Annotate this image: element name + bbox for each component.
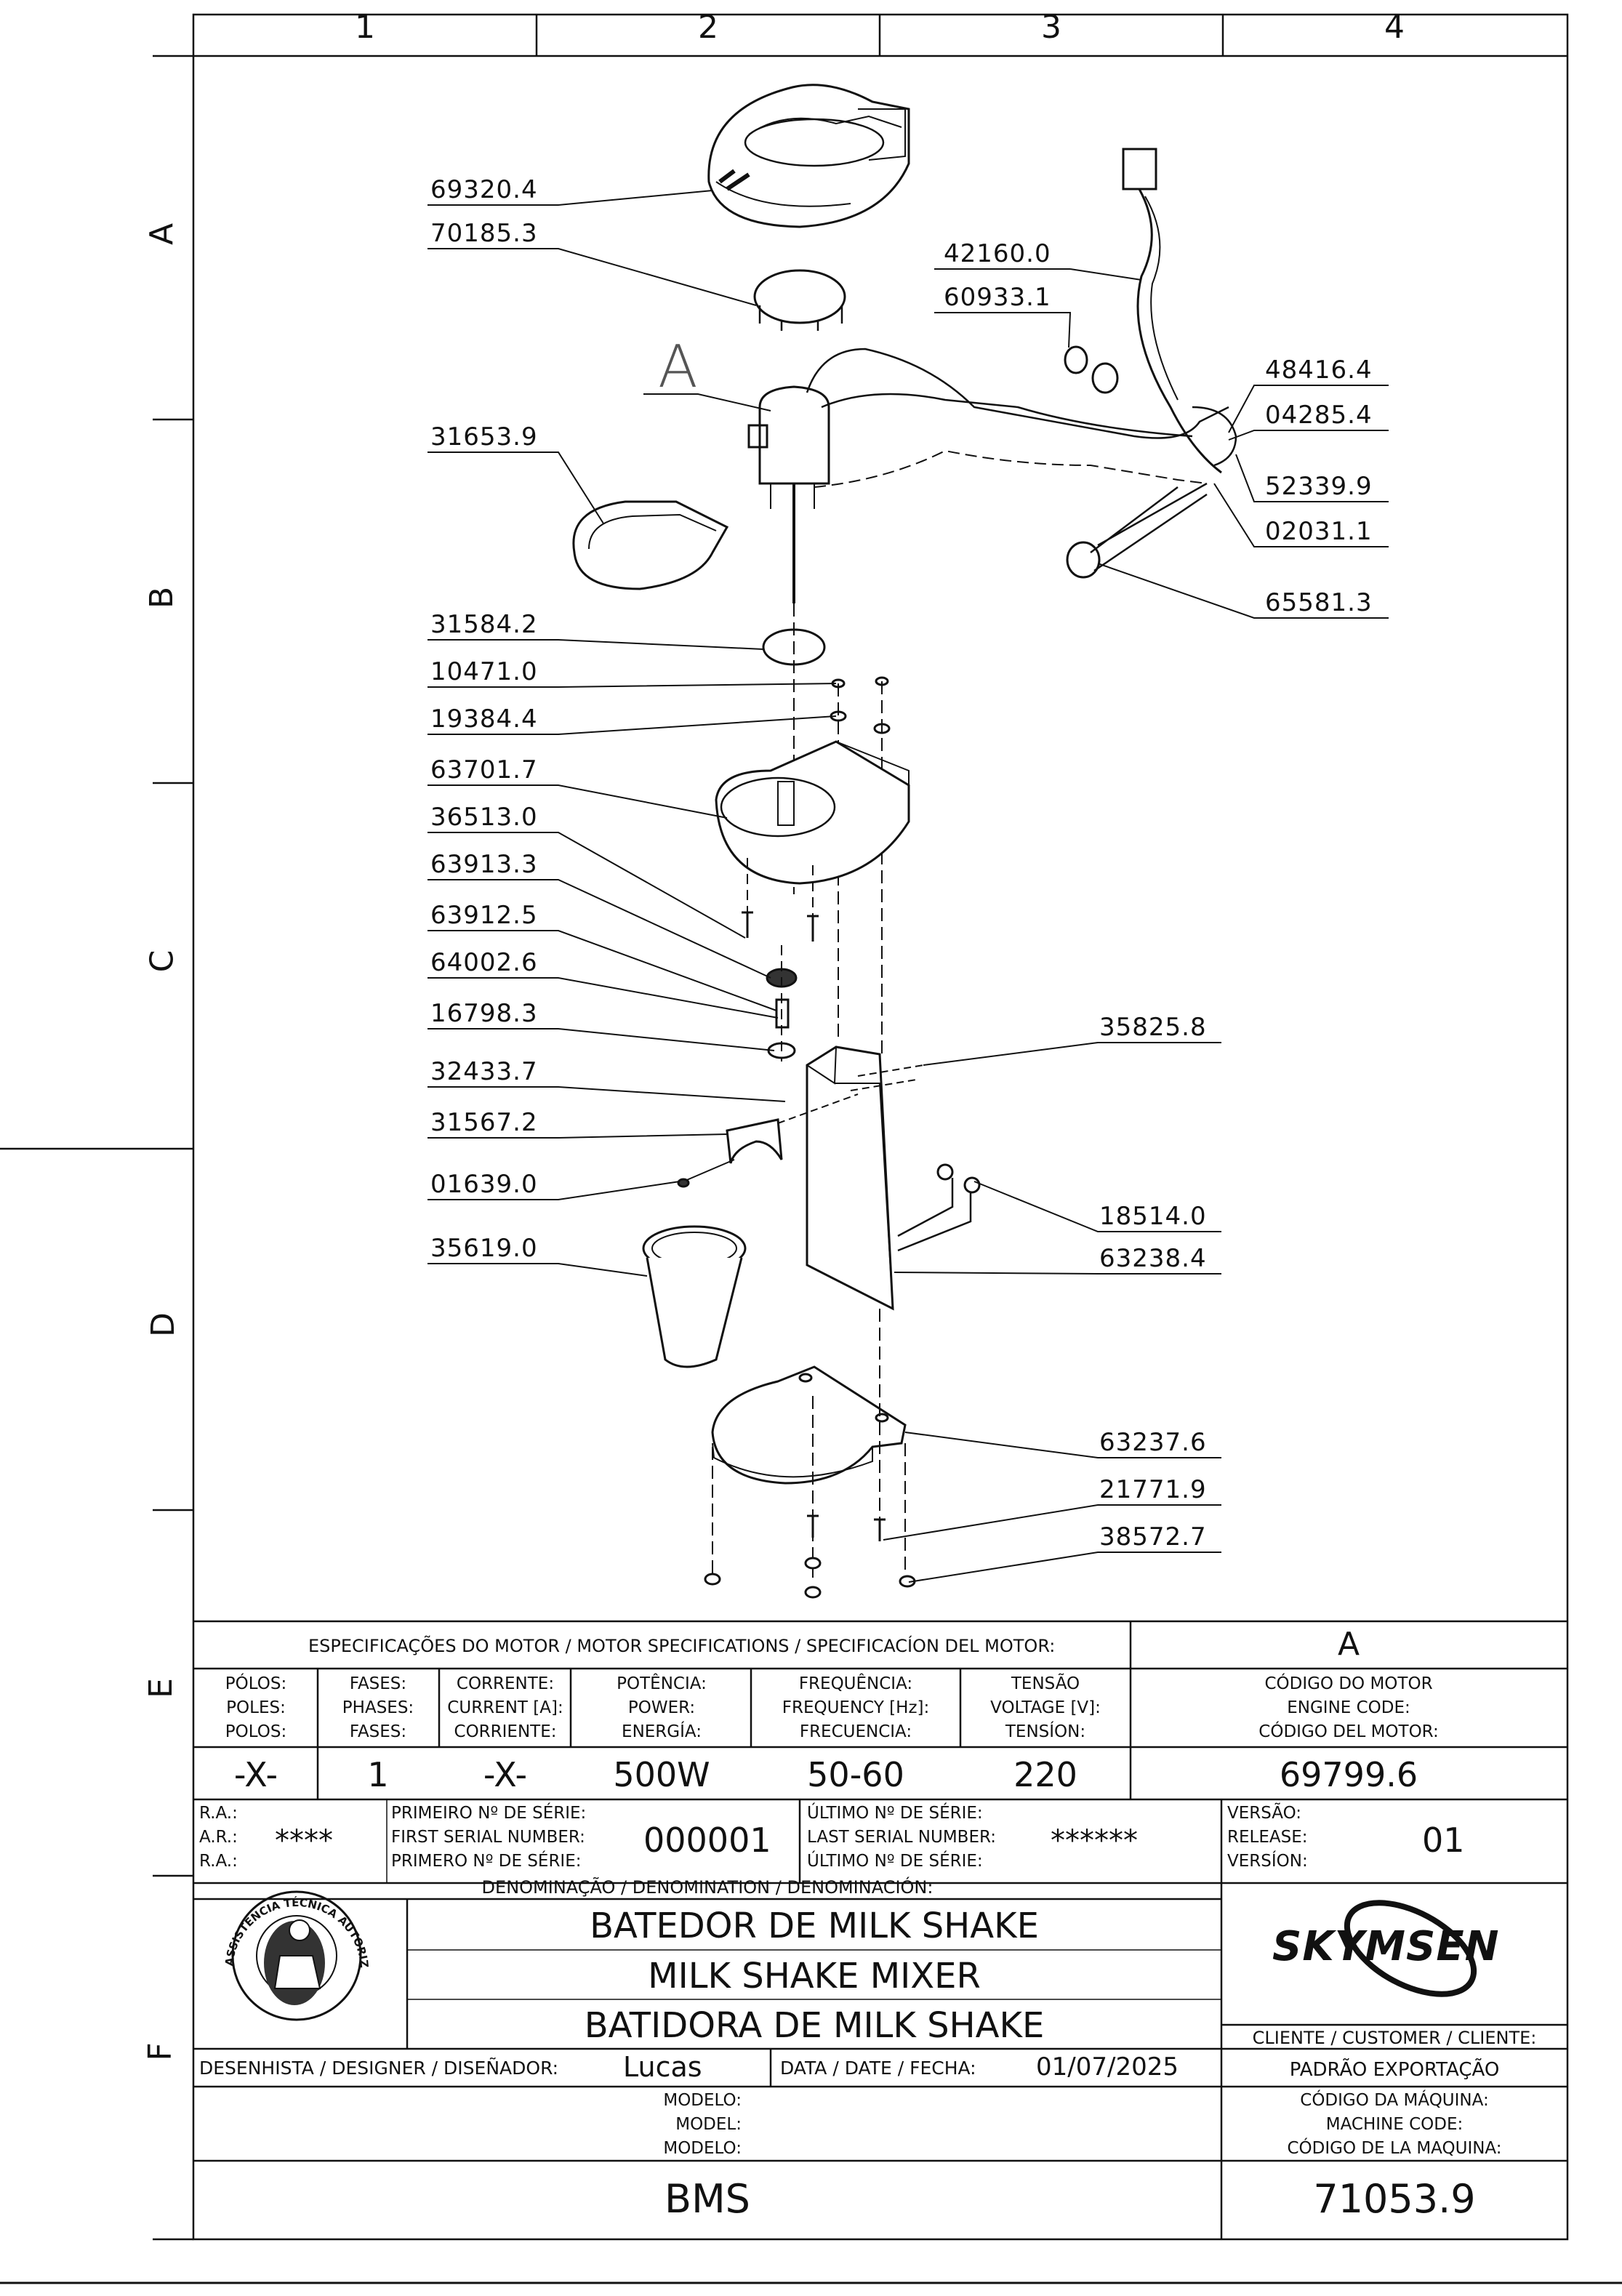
zone-row-e: E	[142, 1678, 180, 1698]
zone-column-3: 3	[1041, 9, 1061, 46]
motor-view-letter: A	[1337, 1626, 1360, 1663]
motor-voltage-value: 220	[1013, 1755, 1077, 1794]
last-serial-value: ******	[1051, 1824, 1138, 1858]
date-value: 01/07/2025	[1036, 2052, 1179, 2082]
part-number-label: 63238.4	[1099, 1244, 1207, 1273]
part-number-label: 35619.0	[430, 1234, 538, 1263]
date-label: DATA / DATE / FECHA:	[780, 2058, 976, 2079]
name-portuguese: BATEDOR DE MILK SHAKE	[590, 1906, 1039, 1946]
motor-current-value: -X-	[483, 1755, 528, 1794]
part-number-label: 63912.5	[430, 901, 538, 930]
part-number-label: 31584.2	[430, 610, 538, 639]
part-number-label: 64002.6	[430, 948, 538, 977]
skymsen-logo: SKYMSEN	[1272, 1923, 1500, 1970]
part-number-label: 31653.9	[430, 422, 538, 451]
part-number-label: 02031.1	[1265, 517, 1373, 546]
ra-value: ****	[275, 1824, 333, 1858]
part-number-label: 60933.1	[944, 283, 1051, 312]
part-number-label: 18514.0	[1099, 1202, 1207, 1231]
client-value: PADRÃO EXPORTAÇÃO	[1289, 2059, 1500, 2081]
model-labels: MODELO:MODEL:MODELO:	[663, 2091, 742, 2158]
motor-phases-value: 1	[367, 1755, 389, 1794]
model-value: BMS	[665, 2176, 750, 2222]
last-serial-labels: ÚLTIMO Nº DE SÉRIE:LAST SERIAL NUMBER:ÚL…	[807, 1804, 997, 1871]
svg-text:ASSISTÊNCIA TÉCNICA AUTORIZADA: ASSISTÊNCIA TÉCNICA AUTORIZADA	[218, 1890, 371, 1968]
seal-text: ASSISTÊNCIA TÉCNICA AUTORIZADA	[218, 1890, 371, 1968]
zone-row-d: D	[144, 1312, 182, 1337]
zone-row-c: C	[143, 950, 181, 973]
view-letter: A	[658, 333, 698, 401]
part-number-label: 63913.3	[430, 850, 538, 879]
name-spanish: BATIDORA DE MILK SHAKE	[584, 2005, 1045, 2046]
part-number-label: 04285.4	[1265, 401, 1373, 430]
name-english: MILK SHAKE MIXER	[648, 1956, 981, 1996]
motor-power-header: POTÊNCIA:POWER:ENERGÍA:	[617, 1674, 707, 1741]
designer-value: Lucas	[623, 2051, 702, 2083]
motor-poles-header: PÓLOS:POLES:POLOS:	[225, 1674, 287, 1741]
denomination-label: DENOMINAÇÃO / DENOMINATION / DENOMINACIÓ…	[481, 1877, 934, 1898]
zone-row-a: A	[143, 222, 181, 246]
machine-code-labels: CÓDIGO DA MÁQUINA:MACHINE CODE:CÓDIGO DE…	[1287, 2091, 1502, 2158]
zone-row-b: B	[143, 586, 181, 609]
version-value: 01	[1422, 1821, 1465, 1860]
zone-column-1: 1	[355, 9, 375, 46]
version-labels: VERSÃO:RELEASE:VERSÍON:	[1227, 1804, 1308, 1871]
client-label: CLIENTE / CUSTOMER / CLIENTE:	[1252, 2028, 1537, 2048]
designer-label: DESENHISTA / DESIGNER / DISEÑADOR:	[199, 2058, 559, 2079]
part-number-label: 38572.7	[1099, 1522, 1207, 1552]
motor-code-value: 69799.6	[1279, 1755, 1418, 1794]
part-number-label: 63237.6	[1099, 1428, 1207, 1457]
part-number-label: 01639.0	[430, 1170, 538, 1199]
part-number-label: 52339.9	[1265, 472, 1373, 501]
motor-current-header: CORRENTE:CURRENT [A]:CORRIENTE:	[447, 1674, 563, 1741]
motor-power-value: 500W	[613, 1755, 710, 1794]
first-serial-value: 000001	[643, 1821, 771, 1860]
motor-frequency-header: FREQUÊNCIA:FREQUENCY [Hz]:FRECUENCIA:	[782, 1674, 930, 1741]
part-number-label: 63701.7	[430, 755, 538, 784]
part-number-label: 19384.4	[430, 705, 538, 734]
machine-code-value: 71053.9	[1313, 2176, 1476, 2222]
ra-labels: R.A.:A.R.:R.A.:	[199, 1804, 238, 1871]
part-number-label: 31567.2	[430, 1108, 538, 1137]
motor-poles-value: -X-	[233, 1755, 278, 1794]
part-number-label: 32433.7	[430, 1057, 538, 1086]
part-number-label: 21771.9	[1099, 1475, 1207, 1504]
motor-spec-title: ESPECIFICAÇÕES DO MOTOR / MOTOR SPECIFIC…	[308, 1636, 1056, 1656]
part-number-label: 10471.0	[430, 657, 538, 686]
part-number-label: 48416.4	[1265, 356, 1373, 385]
first-serial-labels: PRIMEIRO Nº DE SÉRIE:FIRST SERIAL NUMBER…	[391, 1804, 587, 1871]
part-number-label: 16798.3	[430, 999, 538, 1028]
motor-phases-header: FASES:PHASES:FASES:	[342, 1674, 414, 1741]
zone-row-f: F	[141, 2042, 179, 2061]
part-number-label: 35825.8	[1099, 1013, 1207, 1042]
part-number-label: 36513.0	[430, 803, 538, 832]
motor-frequency-value: 50-60	[807, 1755, 904, 1794]
authorized-assistance-seal: ASSISTÊNCIA TÉCNICA AUTORIZADA	[218, 1890, 371, 1968]
zone-column-4: 4	[1384, 9, 1405, 46]
part-number-label: 42160.0	[944, 239, 1051, 268]
part-number-label: 65581.3	[1265, 588, 1373, 617]
part-number-label: 69320.4	[430, 175, 538, 204]
part-number-label: 70185.3	[430, 219, 538, 248]
zone-column-2: 2	[698, 9, 718, 46]
